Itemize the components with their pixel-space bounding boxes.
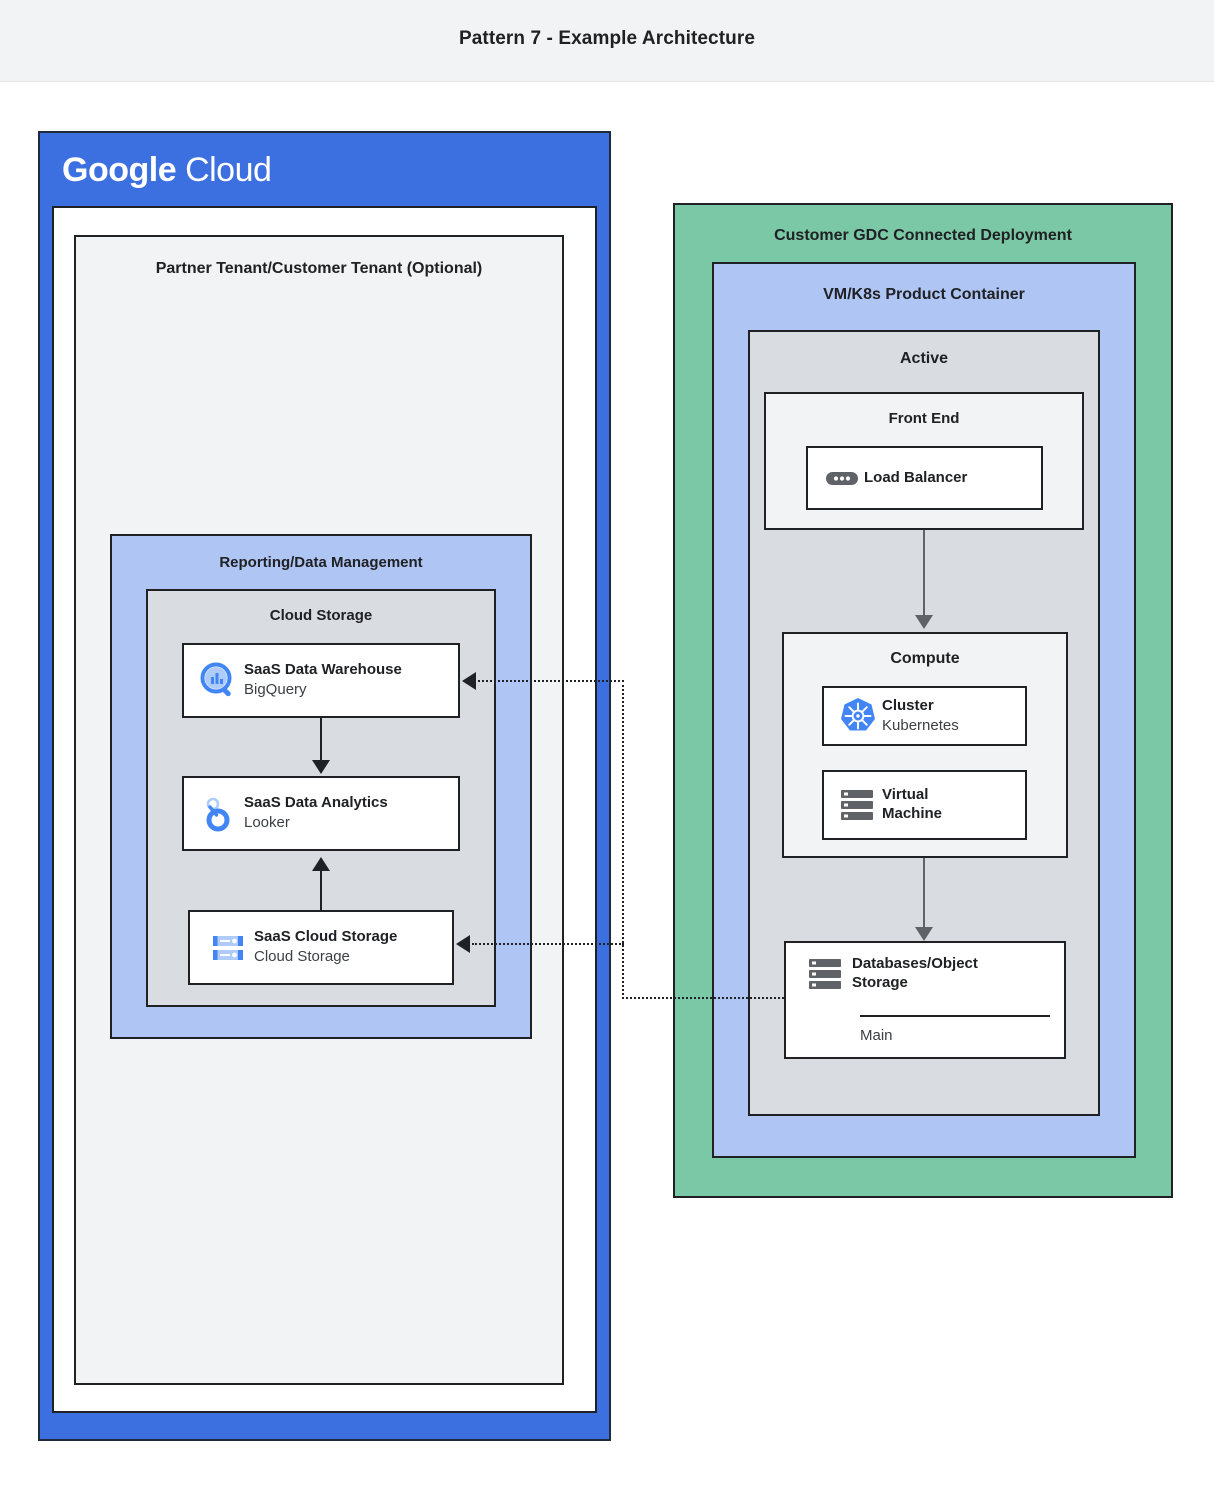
database-divider [860,1015,1050,1017]
reporting-data-management-title: Reporting/Data Management [219,554,423,571]
google-cloud-logo: Google Cloud [62,151,272,190]
arrow-storage-to-analytics [320,870,322,910]
saas-cloud-storage-text: SaaS Cloud Storage Cloud Storage [254,928,397,966]
load-balancer-text: Load Balancer [864,469,967,488]
dotted-line-to-data-warehouse [478,680,624,682]
dotted-line-database-west [622,997,784,999]
saas-data-warehouse-node[interactable]: SaaS Data Warehouse BigQuery [182,643,460,718]
dotted-line-to-cloud-storage [472,943,624,945]
database-object-storage-row: Databases/Object Storage [800,955,1050,993]
arrow-warehouse-to-analytics [320,718,322,762]
google-cloud-logo-cloud: Cloud [185,151,272,189]
arrow-frontend-to-compute-head [915,615,933,629]
saas-cloud-storage-product: Cloud Storage [254,948,350,966]
page-title: Pattern 7 - Example Architecture [458,28,756,49]
virtual-machine-text: Virtual Machine [882,786,977,824]
cloud-storage-group-title: Cloud Storage [269,607,373,624]
arrow-compute-to-database [923,858,925,928]
database-main-label: Main [860,1027,893,1044]
load-balancer-node[interactable]: Load Balancer [806,446,1043,510]
saas-cloud-storage-name: SaaS Cloud Storage [254,928,398,946]
cluster-name: Cluster [882,696,934,714]
cluster-text: Cluster Kubernetes [882,697,959,735]
virtual-machine-name: Virtual Machine [882,786,943,822]
compute-title: Compute [890,650,960,667]
cluster-product: Kubernetes [882,716,959,734]
database-object-storage-text: Databases/Object Storage [852,955,1002,993]
bigquery-icon [184,661,244,701]
saas-data-analytics-name: SaaS Data Analytics [244,794,388,812]
partner-tenant-title: Partner Tenant/Customer Tenant (Optional… [155,260,483,277]
saas-data-warehouse-product: BigQuery [244,681,307,699]
front-end-title: Front End [888,410,960,427]
virtual-machine-node[interactable]: Virtual Machine [822,770,1027,840]
looker-icon [184,794,244,834]
kubernetes-icon [824,695,882,737]
database-object-storage-name: Databases/Object Storage [852,955,978,991]
load-balancer-icon [808,468,864,488]
arrow-storage-to-analytics-head [312,857,330,871]
saas-data-warehouse-text: SaaS Data Warehouse BigQuery [244,661,402,699]
load-balancer-name: Load Balancer [864,468,968,486]
customer-gdc-deployment-title: Customer GDC Connected Deployment [774,227,1072,244]
arrow-frontend-to-compute [923,530,925,616]
saas-data-warehouse-name: SaaS Data Warehouse [244,661,402,679]
cluster-node[interactable]: Cluster Kubernetes [822,686,1027,746]
cloud-storage-icon [190,932,254,964]
database-icon [800,955,852,991]
dotted-line-trunk-vertical [622,680,624,999]
dotted-arrowhead-data-warehouse [462,672,476,690]
header-bar [0,0,1214,82]
saas-data-analytics-node[interactable]: SaaS Data Analytics Looker [182,776,460,851]
dotted-arrowhead-cloud-storage [456,935,470,953]
active-zone-title: Active [899,350,949,367]
saas-data-analytics-text: SaaS Data Analytics Looker [244,794,388,832]
google-cloud-logo-google: Google [62,151,177,189]
database-object-storage-node[interactable]: Databases/Object Storage Main [784,941,1066,1059]
saas-cloud-storage-node[interactable]: SaaS Cloud Storage Cloud Storage [188,910,454,985]
arrow-compute-to-database-head [915,927,933,941]
arrow-warehouse-to-analytics-head [312,760,330,774]
saas-data-analytics-product: Looker [244,814,290,832]
vm-k8s-product-container-title: VM/K8s Product Container [823,286,1025,303]
virtual-machine-icon [824,788,882,822]
